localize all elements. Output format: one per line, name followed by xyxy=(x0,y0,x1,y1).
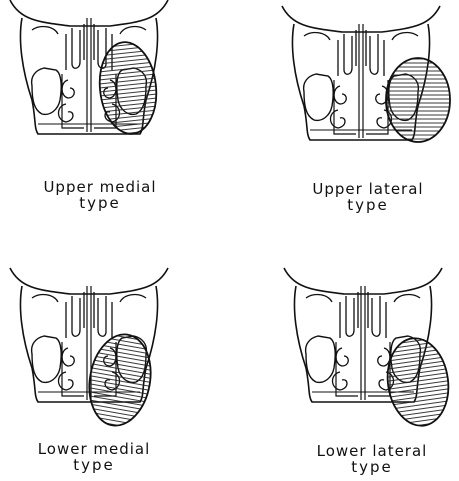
upper-lateral-tumor xyxy=(386,58,450,142)
upper-lateral-caption-line2: type xyxy=(278,198,458,213)
lower-medial-diagram xyxy=(10,268,168,431)
upper-medial-caption: Upper medial type xyxy=(12,180,188,211)
lower-medial-caption-line1: Lower medial xyxy=(6,442,182,457)
lower-medial-caption-line2: type xyxy=(6,458,182,473)
upper-medial-tumor xyxy=(95,39,160,136)
lower-medial-tumor xyxy=(82,329,157,430)
lower-lateral-caption-line2: type xyxy=(288,460,456,475)
upper-lateral-caption-line1: Upper lateral xyxy=(278,182,458,197)
upper-lateral-diagram xyxy=(282,6,450,142)
lower-lateral-tumor xyxy=(382,334,454,429)
upper-medial-caption-line1: Upper medial xyxy=(12,180,188,195)
lower-medial-caption: Lower medial type xyxy=(6,442,182,473)
upper-medial-caption-line2: type xyxy=(12,196,188,211)
upper-medial-diagram xyxy=(10,0,168,137)
lower-lateral-diagram xyxy=(284,268,454,430)
lower-lateral-caption-line1: Lower lateral xyxy=(288,444,456,459)
lower-lateral-caption: Lower lateral type xyxy=(288,444,456,475)
upper-lateral-caption: Upper lateral type xyxy=(278,182,458,213)
